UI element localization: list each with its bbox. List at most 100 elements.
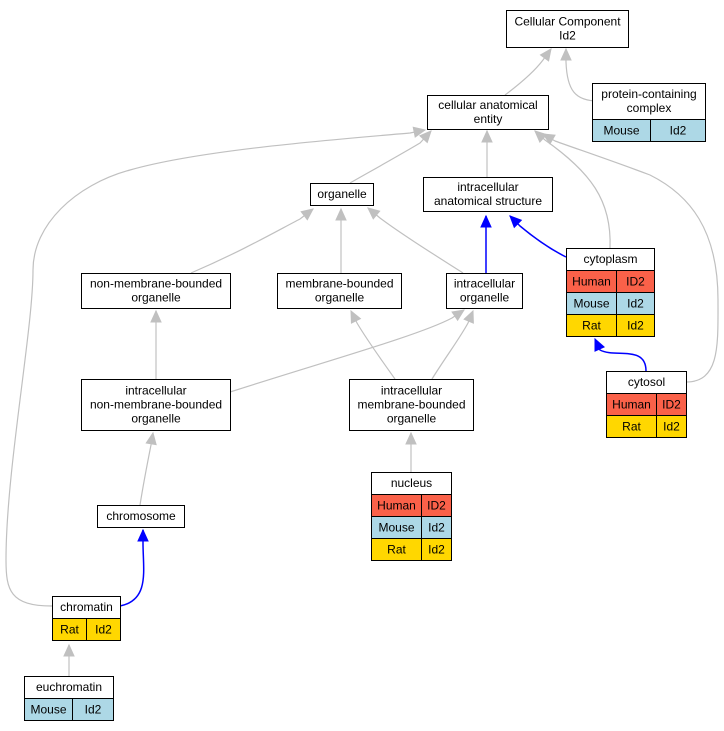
gene-label: ID2 — [626, 275, 645, 289]
node-label-line: non-membrane-bounded — [90, 277, 222, 291]
gene-label: ID2 — [662, 398, 681, 412]
node-label-line: membrane-bounded — [285, 277, 393, 291]
edges-layer — [5, 47, 719, 676]
gene-label: Id2 — [663, 420, 680, 434]
species-label: Mouse — [603, 124, 639, 138]
species-label: Rat — [60, 623, 79, 637]
edge-intracellular-anatomical-structure-to-cellular-anatomical-entity — [481, 129, 493, 177]
edge-chromatin-to-cellular-anatomical-entity — [5, 126, 427, 607]
edge-arrowhead — [451, 309, 466, 322]
gene-label: Id2 — [428, 521, 445, 535]
edge-line — [119, 530, 145, 607]
node-label-line: intracellular — [457, 180, 518, 194]
edge-membrane-bounded-organelle-to-organelle — [335, 207, 347, 274]
node-label-line: protein-containing — [601, 87, 696, 101]
node-intracellular-non-membrane-bounded-organelle[interactable]: intracellularnon-membrane-boundedorganel… — [81, 379, 231, 431]
node-label-line: organelle — [317, 187, 367, 201]
edge-line — [5, 129, 426, 607]
edge-cytoplasm-to-intracellular-anatomical-structure — [509, 215, 567, 258]
node-title-box — [310, 183, 374, 206]
species-row-mouse: Mouse Id2 — [592, 119, 706, 142]
node-title-box — [277, 273, 402, 309]
edge-euchromatin-to-chromatin — [63, 643, 75, 676]
node-label-line: intracellular — [381, 384, 442, 398]
node-label-line: euchromatin — [36, 680, 102, 694]
node-label-line: organelle — [315, 291, 365, 305]
node-label-line: Id2 — [559, 29, 576, 43]
node-label-line: cytoplasm — [583, 252, 637, 266]
nodes-layer: Cellular ComponentId2protein-containingc… — [24, 10, 706, 721]
edge-cytosol-to-cellular-anatomical-entity — [541, 133, 719, 383]
node-label-line: intracellular — [454, 277, 515, 291]
edge-arrowhead — [481, 129, 493, 143]
edge-arrowhead — [463, 309, 474, 324]
species-label: Human — [612, 398, 651, 412]
species-label: Human — [572, 275, 611, 289]
node-label-line: organelle — [387, 412, 437, 426]
edge-line — [367, 207, 464, 274]
edge-line — [565, 49, 599, 102]
gene-cell — [656, 415, 687, 438]
edge-chromatin-to-chromosome — [119, 528, 149, 607]
node-label-line: cellular anatomical — [438, 98, 537, 112]
edge-arrowhead — [418, 130, 432, 144]
edge-line — [190, 208, 314, 274]
node-label-line: anatomical structure — [434, 194, 542, 208]
species-row-mouse: Mouse Id2 — [371, 516, 452, 539]
edge-line — [229, 309, 465, 393]
edge-line — [350, 310, 396, 380]
edge-arrowhead — [539, 48, 552, 62]
gene-cell — [421, 538, 452, 561]
edge-arrowhead — [560, 47, 572, 61]
edge-organelle-to-cellular-anatomical-entity — [349, 130, 432, 184]
node-chromosome[interactable]: chromosome — [97, 505, 185, 528]
gene-label: Id2 — [670, 124, 687, 138]
node-label-line: Cellular Component — [514, 15, 621, 29]
edge-line — [509, 215, 567, 258]
node-label-line: complex — [627, 101, 672, 115]
node-label-line: chromosome — [106, 509, 176, 523]
node-label-line: membrane-bounded — [357, 398, 465, 412]
edge-arrowhead — [541, 133, 556, 145]
node-label-line: entity — [474, 112, 503, 126]
edge-arrowhead — [509, 215, 523, 229]
gene-label: Id2 — [428, 543, 445, 557]
gene-label: ID2 — [427, 499, 446, 513]
node-title-box — [592, 83, 706, 120]
species-label: Mouse — [573, 297, 609, 311]
node-organelle[interactable]: organelle — [310, 183, 374, 206]
node-label-line: intracellular — [125, 384, 186, 398]
node-label-line: chromatin — [60, 600, 113, 614]
species-label: Mouse — [378, 521, 414, 535]
gene-cell — [86, 618, 121, 641]
edge-chromosome-to-intracellular-non-membrane-bounded-organelle — [139, 431, 157, 506]
edge-arrowhead — [412, 126, 427, 138]
node-title-box — [349, 379, 474, 431]
edge-protein-complex-to-cellular-component — [560, 47, 599, 102]
node-label-line: organelle — [460, 291, 510, 305]
node-label-line: nucleus — [391, 476, 432, 490]
gene-cell — [72, 698, 114, 721]
edge-intracellular-non-membrane-bounded-organelle-to-intracellular-organelle — [229, 309, 466, 393]
species-row-human: Human ID2 — [566, 270, 655, 293]
